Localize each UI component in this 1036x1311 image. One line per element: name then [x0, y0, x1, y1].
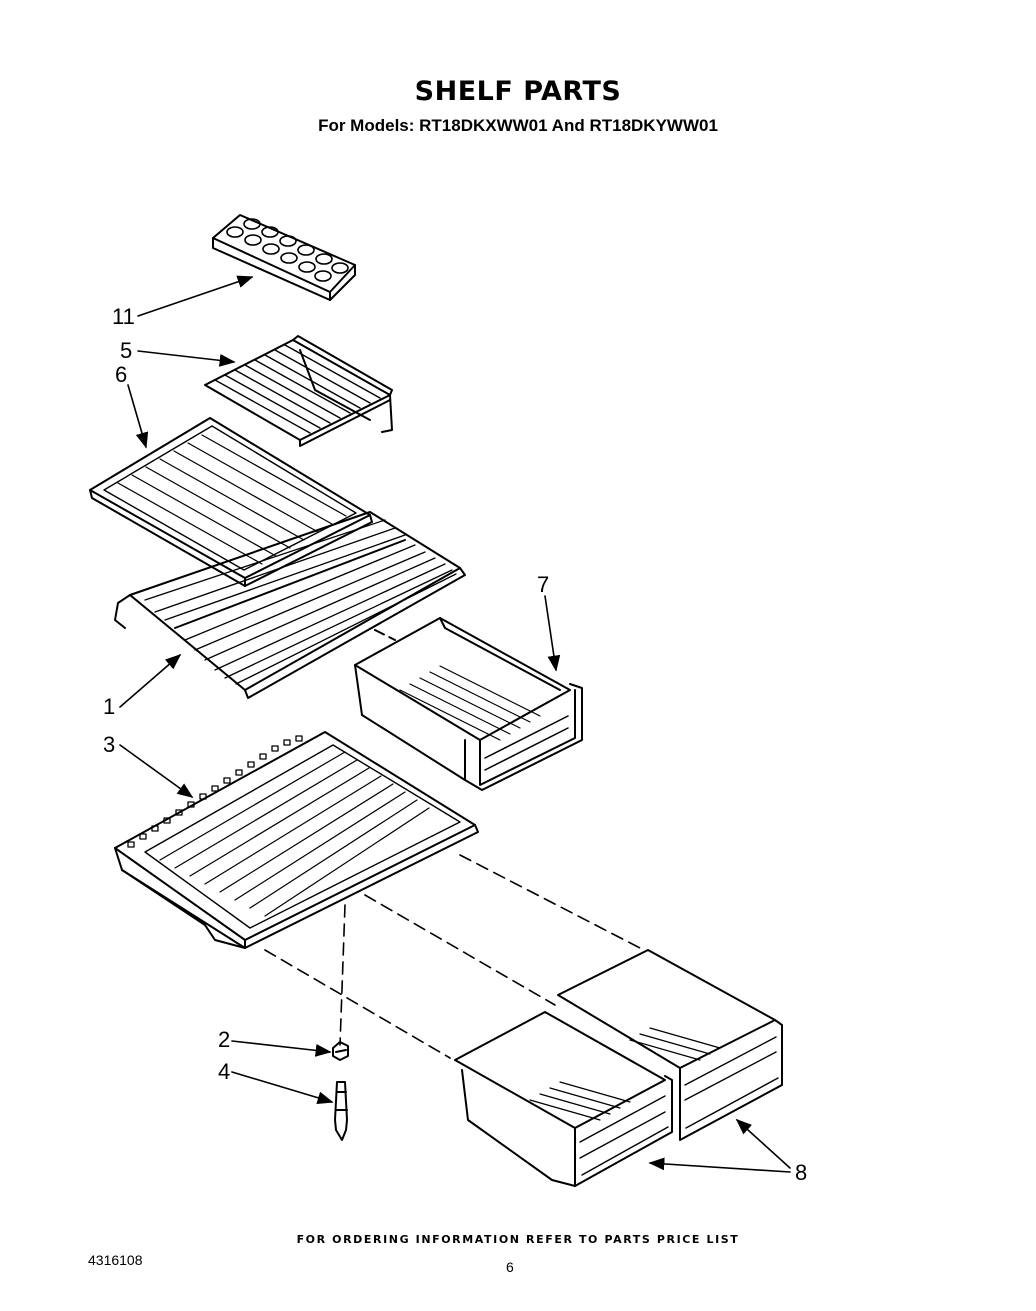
- crisper-drawer-part-8-right: [557, 949, 783, 1141]
- callout-1: 1: [103, 694, 115, 719]
- meat-pan-drawer-part-7: [354, 617, 583, 791]
- callout-7: 7: [537, 572, 549, 597]
- callout-6: 6: [115, 362, 127, 387]
- callout-11: 11: [112, 304, 135, 329]
- ice-tray-part-11: [212, 214, 356, 301]
- wire-shelf-part-1: [114, 511, 466, 699]
- document-number: 4316108: [88, 1252, 143, 1268]
- wire-shelf-part-5: [204, 335, 393, 447]
- callout-2: 2: [218, 1027, 230, 1052]
- glass-shelf-part-6: [89, 417, 373, 587]
- support-rod-part-4: [334, 1081, 348, 1141]
- crisper-cover-part-3: [114, 731, 479, 949]
- ordering-info-note: FOR ORDERING INFORMATION REFER TO PARTS …: [296, 1233, 740, 1246]
- diagram-title: SHELF PARTS: [414, 76, 622, 107]
- diagram-subtitle: For Models: RT18DKXWW01 And RT18DKYWW01: [318, 116, 718, 135]
- callout-5: 5: [120, 338, 132, 363]
- callout-3: 3: [103, 732, 115, 757]
- crisper-drawer-part-8-left: [454, 1011, 673, 1187]
- leader-lines: [119, 275, 791, 1173]
- pin-part-2: [332, 1041, 349, 1061]
- assembly-guide-lines: [264, 854, 641, 1059]
- callout-8: 8: [795, 1160, 807, 1185]
- page-number: 6: [506, 1259, 514, 1275]
- callout-4: 4: [218, 1059, 230, 1084]
